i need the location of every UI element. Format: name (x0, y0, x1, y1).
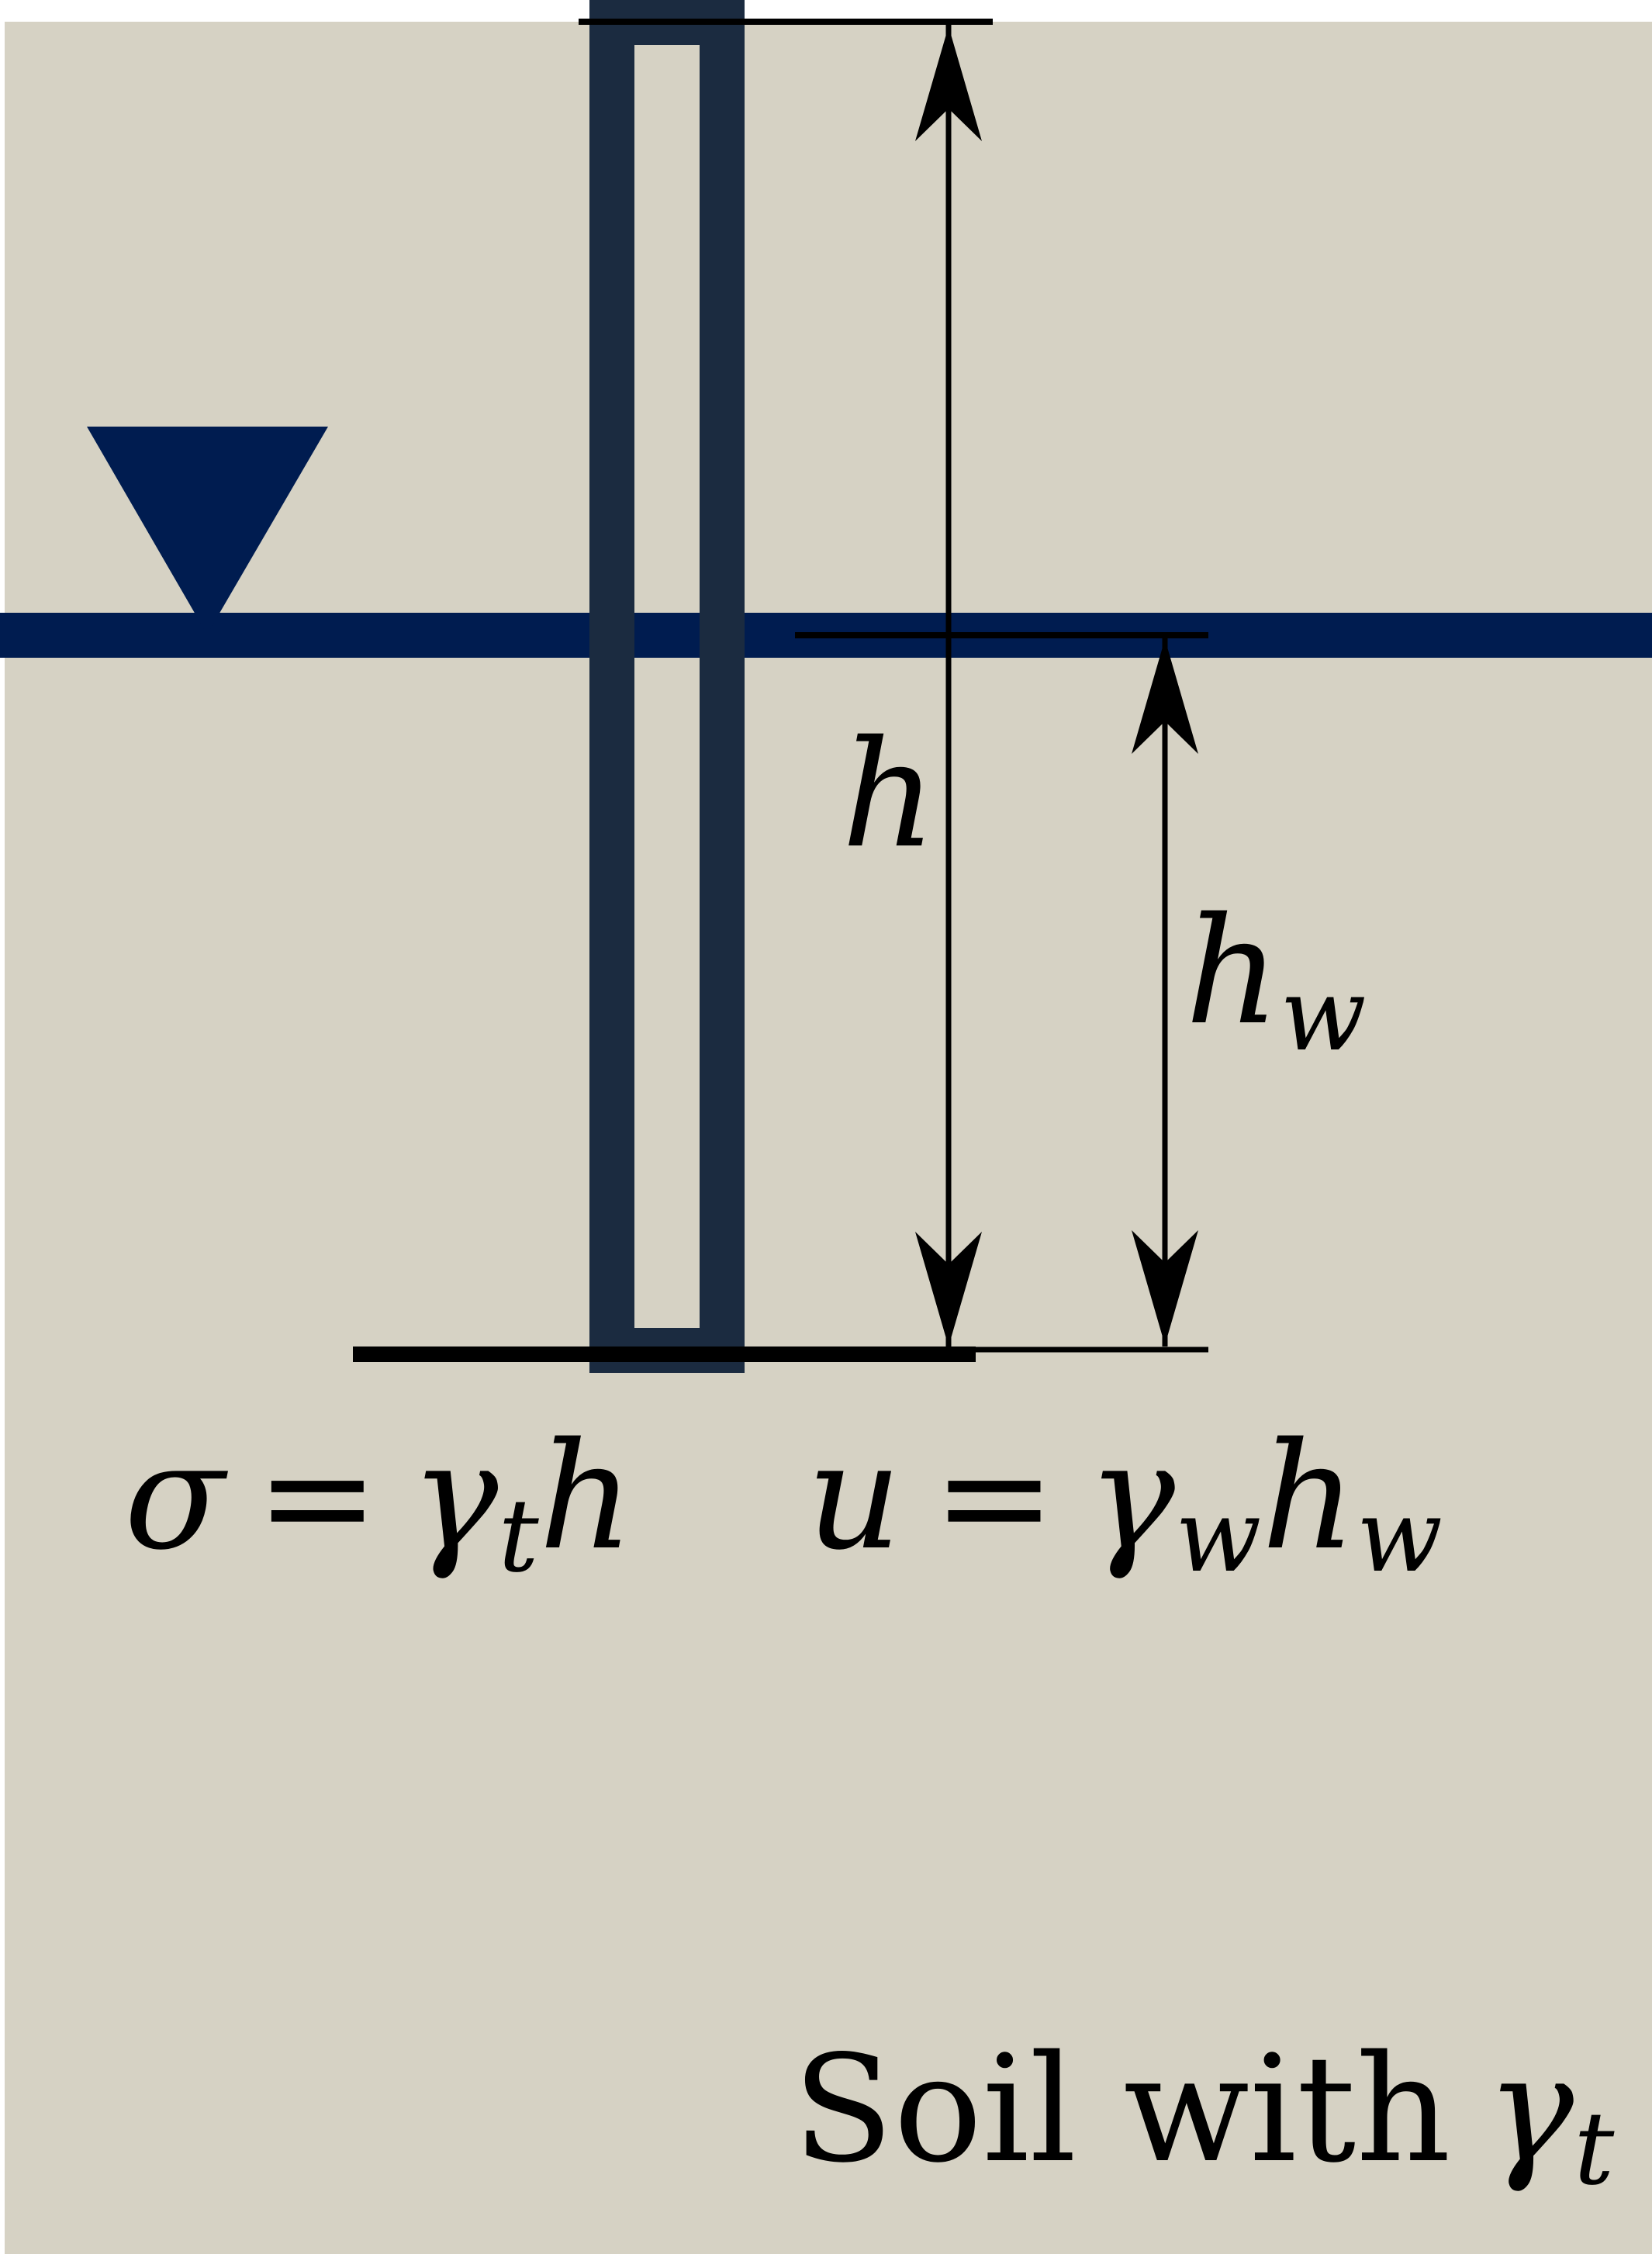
soil-label-gamma: γ (1486, 2024, 1574, 2195)
standpipe-right-wall (700, 0, 745, 1373)
arrow-up-icon (915, 26, 982, 141)
symbol-sigma: σ (124, 1411, 228, 1582)
soil-label-text: Soil with (793, 2024, 1451, 2195)
symbol-h: h (1261, 1411, 1356, 1582)
label-hw-sub: w (1280, 956, 1366, 1073)
label-h: h (842, 709, 936, 880)
soil-mass (5, 22, 1652, 2254)
arrow-down-icon (915, 1232, 982, 1347)
dimension-h (915, 25, 982, 1348)
soil-label-gamma-sub: t (1574, 2090, 1615, 2207)
symbol-h: h (539, 1411, 634, 1582)
inverted-triangle-icon (87, 427, 328, 634)
subscript-t: t (498, 1477, 539, 1595)
label-hw-base: h (1185, 886, 1280, 1057)
subscript-w: w (1175, 1477, 1261, 1595)
symbol-gamma: γ (1087, 1411, 1176, 1582)
dimension-hw (1132, 638, 1198, 1347)
standpipe-left-wall (589, 0, 634, 1373)
equation-total-stress: σ=γth (124, 1411, 634, 1595)
arrow-up-icon (1132, 639, 1198, 754)
equals-sign: = (932, 1411, 1056, 1582)
symbol-u: u (807, 1411, 901, 1582)
equation-pore-pressure: u=γwhw (807, 1411, 1443, 1595)
symbol-gamma: γ (410, 1411, 499, 1582)
subscript-w: w (1357, 1477, 1443, 1595)
arrow-down-icon (1132, 1230, 1198, 1345)
equals-sign: = (256, 1411, 379, 1582)
label-hw: hw (1185, 886, 1367, 1073)
